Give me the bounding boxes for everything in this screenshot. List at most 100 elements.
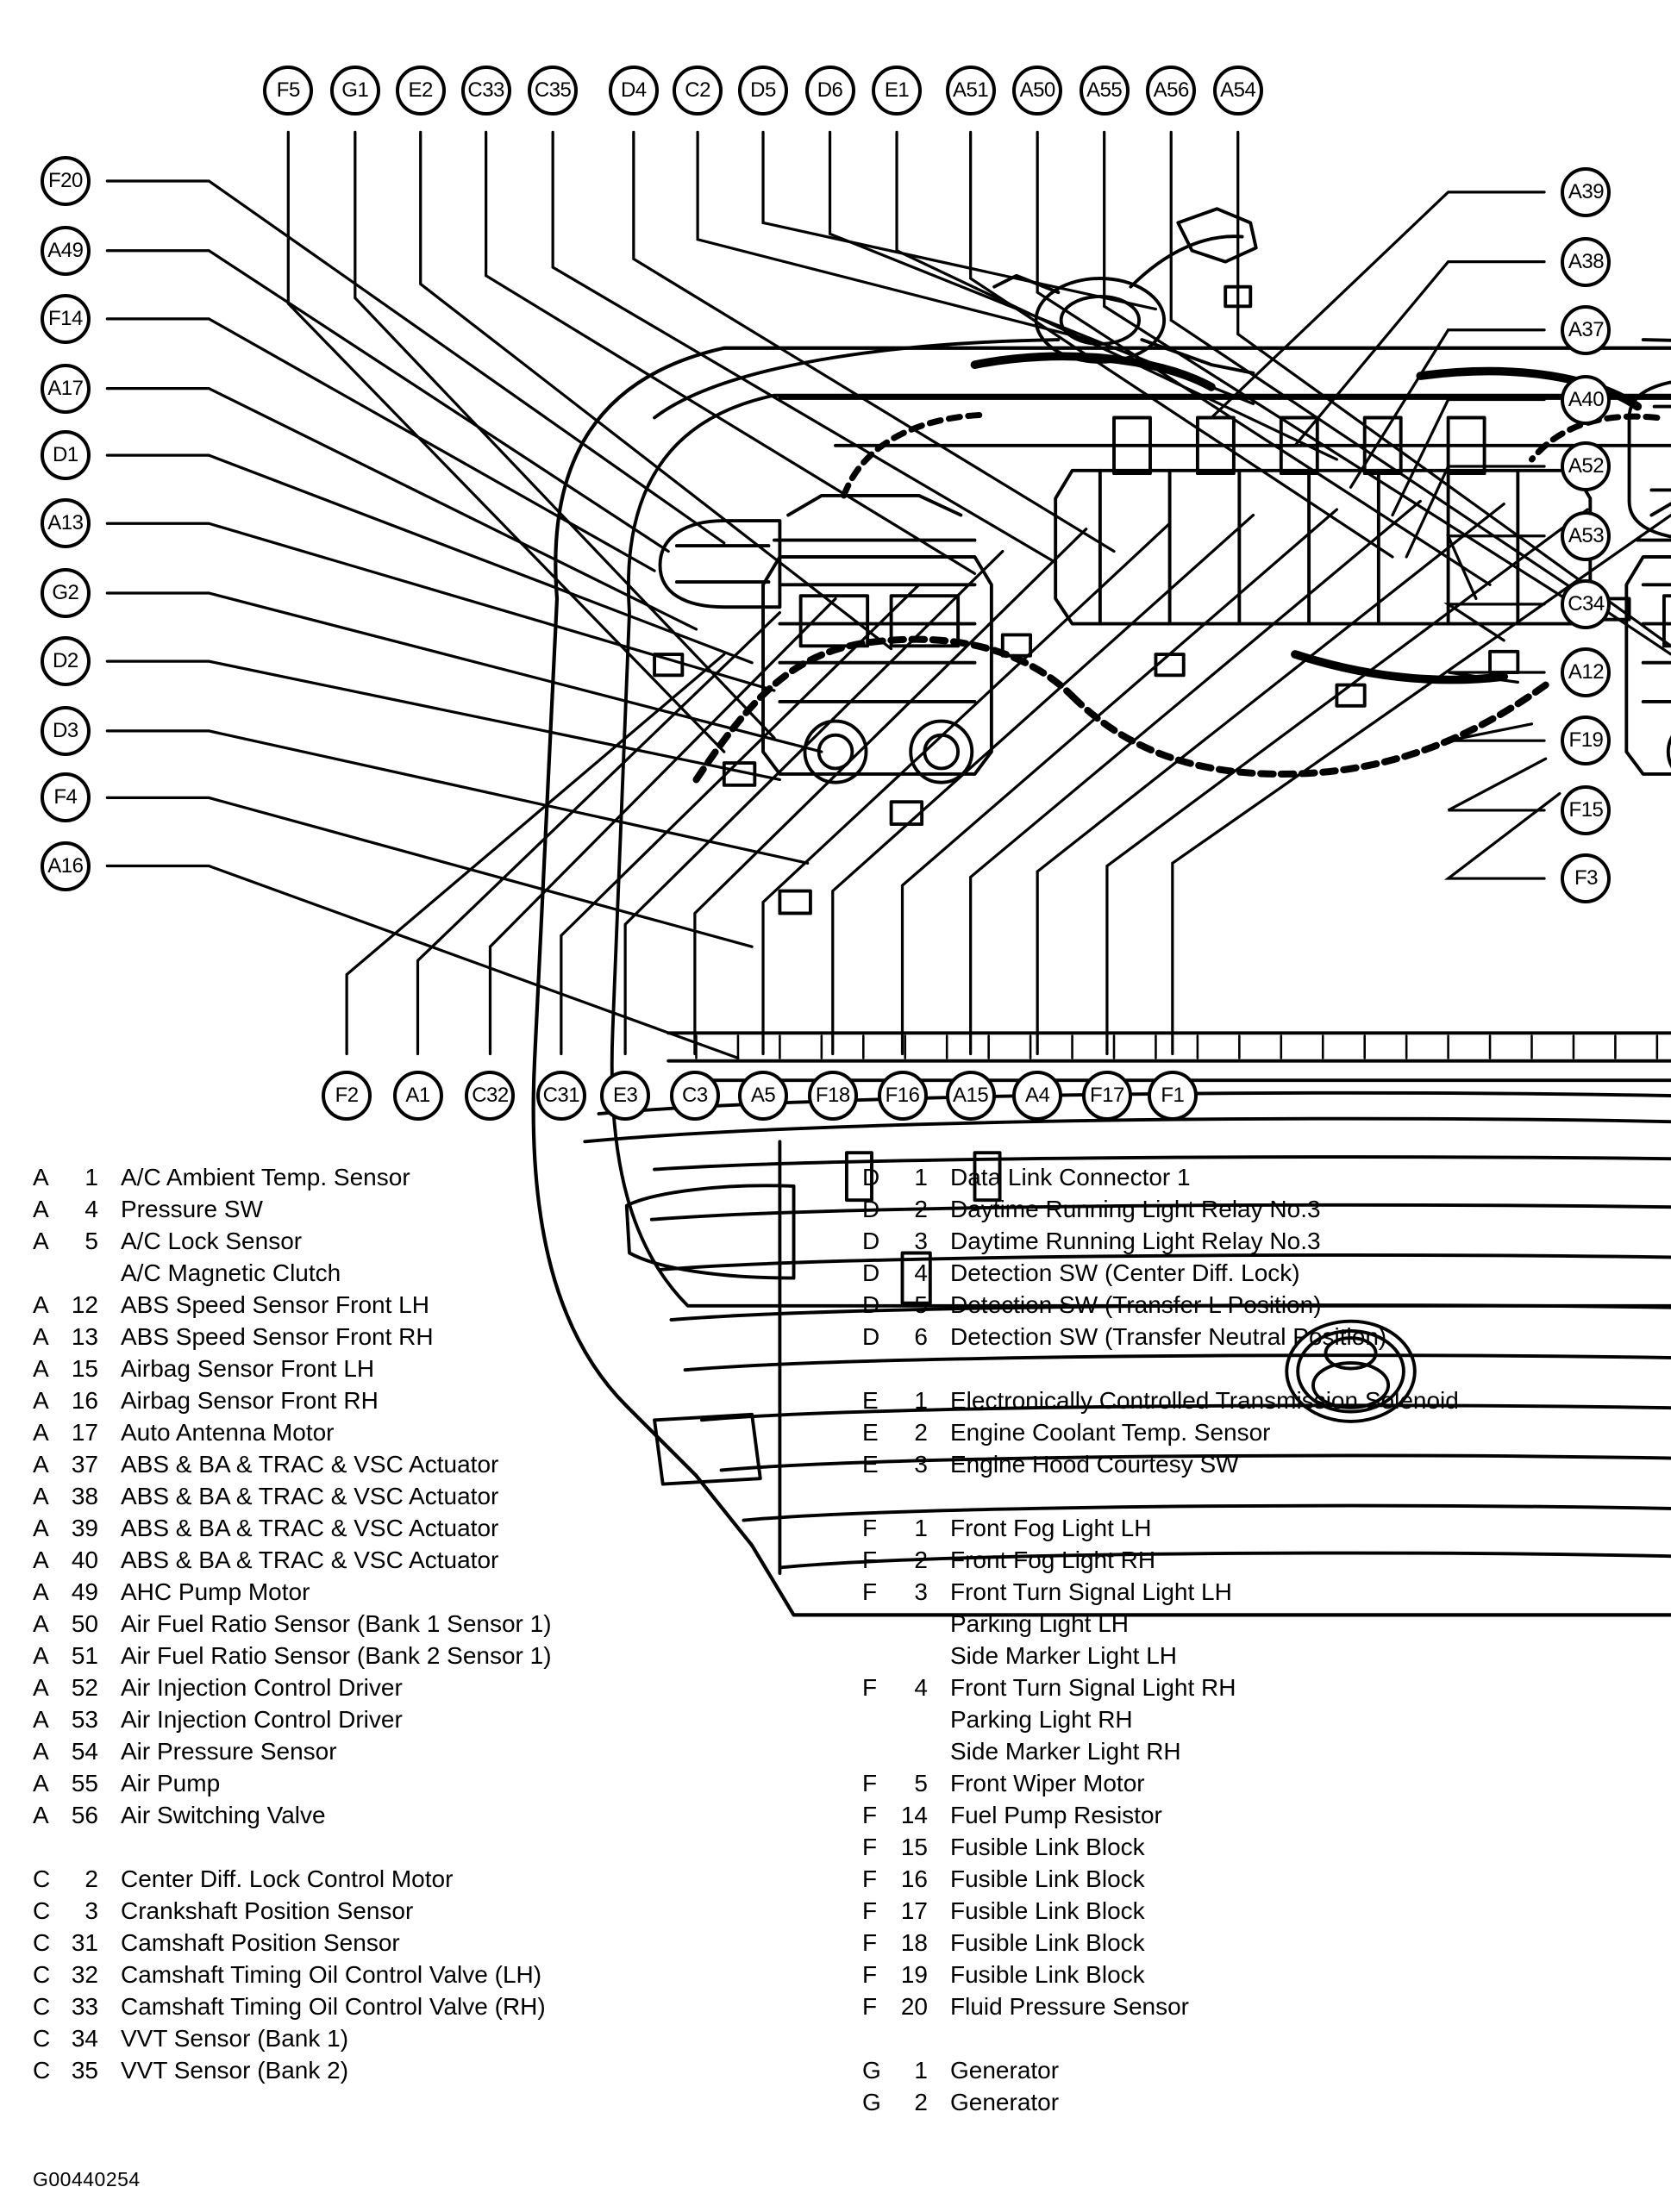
callout-bubble-a17[interactable]: A17 <box>40 363 91 414</box>
legend-row: A/C Magnetic Clutch <box>33 1259 852 1291</box>
callout-bubble-a13[interactable]: A13 <box>40 498 91 549</box>
callout-bubble-c35[interactable]: C35 <box>528 65 579 116</box>
legend-group-letter: D <box>862 1323 880 1350</box>
callout-bubble-d5[interactable]: D5 <box>738 65 789 116</box>
callout-bubble-c31[interactable]: C31 <box>535 1071 586 1121</box>
legend-item-description: ABS & BA & TRAC & VSC Actuator <box>121 1483 499 1509</box>
callout-label: D5 <box>750 78 776 102</box>
legend-group-letter: E <box>862 1451 879 1478</box>
callout-bubble-d2[interactable]: D2 <box>40 636 91 687</box>
callout-label: A16 <box>47 853 84 878</box>
callout-bubble-c2[interactable]: C2 <box>673 65 723 116</box>
callout-bubble-a4[interactable]: A4 <box>1012 1071 1063 1121</box>
callout-bubble-e1[interactable]: E1 <box>872 65 923 116</box>
legend-group-letter: D <box>862 1259 880 1286</box>
callout-bubble-a49[interactable]: A49 <box>40 225 91 276</box>
legend-group-letter: F <box>862 1897 878 1924</box>
legend-item-description: ABS & BA & TRAC & VSC Actuator <box>121 1515 499 1541</box>
callout-bubble-d4[interactable]: D4 <box>608 65 659 116</box>
callout-bubble-d6[interactable]: D6 <box>804 65 855 116</box>
callout-label: A52 <box>1568 454 1605 478</box>
callout-label: F1 <box>1161 1084 1185 1107</box>
callout-bubble-a40[interactable]: A40 <box>1561 374 1612 425</box>
callout-bubble-a39[interactable]: A39 <box>1561 166 1612 217</box>
callout-bubble-a55[interactable]: A55 <box>1079 65 1130 116</box>
legend-item-description: Airbag Sensor Front RH <box>121 1387 379 1414</box>
callout-bubble-c3[interactable]: C3 <box>669 1071 720 1121</box>
legend-group-letter: A <box>33 1291 49 1318</box>
callout-bubble-f16[interactable]: F16 <box>877 1071 928 1121</box>
legend-group-letter: A <box>33 1674 49 1701</box>
callout-bubble-f1[interactable]: F1 <box>1147 1071 1198 1121</box>
callout-label: F2 <box>335 1084 360 1107</box>
callout-label: C2 <box>685 78 710 102</box>
callout-bubble-f20[interactable]: F20 <box>40 155 91 206</box>
callout-bubble-f4[interactable]: F4 <box>40 772 91 823</box>
callout-bubble-f15[interactable]: F15 <box>1561 784 1612 835</box>
legend-item-number: 32 <box>71 1961 98 1988</box>
callout-label: F16 <box>885 1084 920 1107</box>
callout-bubble-f5[interactable]: F5 <box>263 65 314 116</box>
callout-bubble-a15[interactable]: A15 <box>945 1071 996 1121</box>
callout-bubble-c34[interactable]: C34 <box>1561 578 1612 629</box>
callout-bubble-d3[interactable]: D3 <box>40 705 91 756</box>
legend-item-number: 40 <box>71 1547 98 1573</box>
legend-item-number: 16 <box>900 1865 928 1892</box>
callout-bubble-d1[interactable]: D1 <box>40 430 91 481</box>
legend-item-number: 2 <box>914 1547 928 1573</box>
legend-item-description: AHC Pump Motor <box>121 1578 310 1605</box>
callout-bubble-f14[interactable]: F14 <box>40 293 91 344</box>
callout-bubble-a53[interactable]: A53 <box>1561 510 1612 561</box>
callout-bubble-a1[interactable]: A1 <box>392 1071 443 1121</box>
callout-bubble-g2[interactable]: G2 <box>40 567 91 618</box>
legend-group-letter: C <box>33 1961 51 1988</box>
legend-item-number: 34 <box>71 2025 98 2052</box>
callout-label: D1 <box>53 443 78 467</box>
legend-item-number: 38 <box>71 1483 98 1509</box>
legend-item-description: Airbag Sensor Front LH <box>121 1355 375 1382</box>
callout-label: G2 <box>52 580 79 604</box>
callout-bubble-a37[interactable]: A37 <box>1561 304 1612 355</box>
legend-group-letter: F <box>862 1929 878 1956</box>
callout-bubble-a5[interactable]: A5 <box>738 1071 789 1121</box>
callout-bubble-e2[interactable]: E2 <box>395 65 446 116</box>
callout-bubble-a56[interactable]: A56 <box>1146 65 1197 116</box>
callout-bubble-a51[interactable]: A51 <box>945 65 996 116</box>
callout-bubble-a50[interactable]: A50 <box>1012 65 1063 116</box>
callout-bubble-e3[interactable]: E3 <box>600 1071 651 1121</box>
legend-group-letter: A <box>33 1770 49 1796</box>
legend-item-number: 52 <box>71 1674 98 1701</box>
legend-item-description: Parking Light LH <box>950 1610 1130 1637</box>
legend-item-description: Front Turn Signal Light LH <box>950 1578 1232 1605</box>
legend-item-number: 5 <box>914 1770 928 1796</box>
callout-label: F15 <box>1568 797 1604 822</box>
callout-bubble-f18[interactable]: F18 <box>807 1071 858 1121</box>
legend-group-letter: A <box>33 1355 49 1382</box>
callout-bubble-c33[interactable]: C33 <box>460 65 511 116</box>
callout-bubble-a16[interactable]: A16 <box>40 840 91 891</box>
legend-item-number: 17 <box>71 1419 98 1446</box>
callout-bubble-f3[interactable]: F3 <box>1561 853 1612 904</box>
callout-label: C3 <box>682 1084 708 1107</box>
callout-label: C33 <box>467 78 504 102</box>
callout-bubble-f17[interactable]: F17 <box>1081 1071 1132 1121</box>
callout-label: A56 <box>1153 78 1190 102</box>
callout-bubble-f2[interactable]: F2 <box>322 1071 372 1121</box>
callout-bubble-a38[interactable]: A38 <box>1561 236 1612 287</box>
legend-group-letter: A <box>33 1515 49 1541</box>
legend-group-letter: E <box>862 1419 879 1446</box>
callout-bubble-g1[interactable]: G1 <box>329 65 380 116</box>
callout-bubble-a54[interactable]: A54 <box>1212 65 1263 116</box>
legend-spacer <box>862 2025 1664 2057</box>
